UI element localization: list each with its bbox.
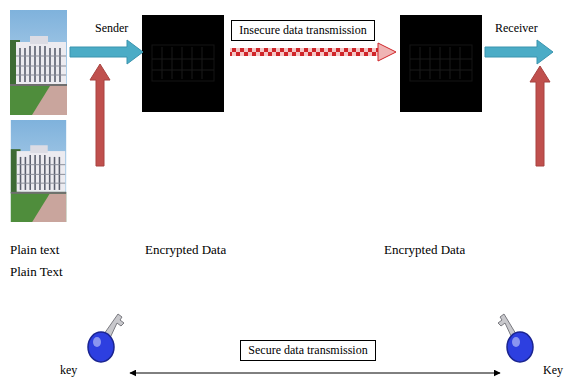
sender-label: Sender	[95, 21, 128, 36]
channel-box: Insecure data transmission	[231, 20, 375, 41]
key-arrow	[530, 66, 550, 166]
plain-image	[10, 10, 67, 115]
key-icon	[88, 314, 124, 362]
key-label: Key	[543, 363, 563, 378]
receiver-label: Receiver	[495, 21, 538, 36]
insecure-channel-head	[378, 43, 396, 61]
plain-text-label: Plain text	[10, 242, 59, 258]
receiver-arrow	[485, 40, 553, 64]
encrypted-data-label: Encrypted Data	[145, 242, 226, 258]
key-label: key	[60, 363, 77, 378]
plain-image	[11, 120, 66, 222]
encrypted-image	[400, 15, 482, 112]
encrypted-image	[142, 15, 224, 112]
key-icon	[498, 314, 533, 362]
box-text: Secure data transmission	[241, 343, 375, 358]
box-text: Insecure data transmission	[232, 23, 374, 38]
channel-box: Secure data transmission	[240, 340, 376, 361]
insecure-channel	[230, 48, 378, 56]
plain-text-label: Plain Text	[10, 264, 63, 280]
key-arrow	[90, 64, 110, 166]
secure-channel	[130, 373, 500, 374]
sender-arrow	[70, 40, 143, 64]
encrypted-data-label: Encrypted Data	[384, 242, 465, 258]
